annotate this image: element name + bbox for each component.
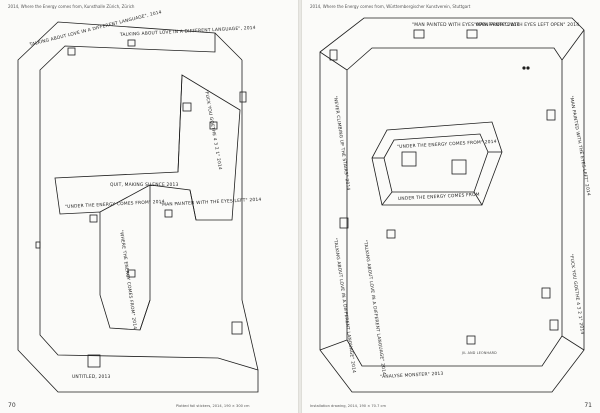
right-label-talking: "TALKING ABOUT LOVE IN A DIFFERENT LANGU… (332, 237, 357, 373)
right-page-number: 71 (584, 402, 592, 409)
left-label-where-energy: "WHERE THE ENERGY COMES FROM" 2014 (118, 229, 138, 329)
left-label-man-painted: "MAN PAINTED WITH THE EYES LEFT" 2014 (160, 197, 262, 208)
right-label-man-painted-top: "MAN PAINTED WITH EYES OPEN FROM" 2014 (412, 22, 520, 28)
right-label-talking-bottom: "TALKING ABOUT LOVE IN A DIFFERENT LANGU… (362, 239, 387, 375)
left-label-under-energy: "UNDER THE ENERGY COMES FROM" 2014 (65, 199, 165, 210)
right-page-caption: Installation drawing, 2014, 190 × 70.7 c… (310, 404, 386, 408)
left-page-header: 2014, Where the Energy comes from, Kunst… (8, 4, 135, 9)
left-label-talking-1: TALKING ABOUT LOVE IN A DIFFERENT LANGUA… (28, 9, 162, 48)
right-label-jil: JIL AND LEONHARD (461, 351, 497, 355)
left-page-caption: Plotted foil stickers, 2014, 190 × 300 c… (176, 404, 250, 408)
left-room-outer-wall (17, 21, 259, 393)
left-page-number: 70 (8, 402, 16, 409)
left-label-talking-2: TALKING ABOUT LOVE IN A DIFFERENT LANGUA… (119, 25, 256, 38)
right-label-under-energy: "UNDER THE ENERGY COMES FROM" 2014 (397, 139, 497, 150)
book-gutter (298, 0, 302, 413)
left-page: 2014, Where the Energy comes from, Kunst… (0, 0, 298, 413)
right-page: 2014, Where the Energy comes from, Württ… (302, 0, 600, 413)
left-label-untitled: UNTITLED, 2013 (72, 374, 111, 380)
right-label-under-energy-2: UNDER THE ENERGY COMES FROM (398, 192, 480, 202)
right-label-man-painted-right: "MAN PAINTED WITH THE EYES LEFT" 2014 (568, 95, 592, 196)
right-label-analyse: "ANALYSE MONSTER" 2013 (380, 371, 444, 380)
left-floor-plan-drawing: TALKING ABOUT LOVE IN A DIFFERENT LANGUA… (0, 0, 298, 413)
right-label-never-climbing: "NEVER CLIMBING UP THE STAIRS" 2014 (332, 95, 351, 190)
right-page-header: 2014, Where the Energy comes from, Württ… (310, 4, 471, 9)
right-label-fuck-you: "FUCK YOU GOETHE 4 3 2 1" 2014 (568, 253, 585, 334)
left-label-quit: QUIT, MAKING SILENCE 2013 (110, 182, 178, 188)
right-label-man-painted-top2: "MAN PAINTED WITH EYES LEFT OPEN" 2014 (474, 22, 579, 28)
right-floor-plan-drawing: "MAN PAINTED WITH EYES OPEN FROM" 2014 "… (302, 0, 600, 413)
left-label-fuck-you: "FUCK YOU GOETHE 4 3 2 1" 2014 (203, 89, 223, 170)
right-room-inner-wall (346, 47, 563, 367)
